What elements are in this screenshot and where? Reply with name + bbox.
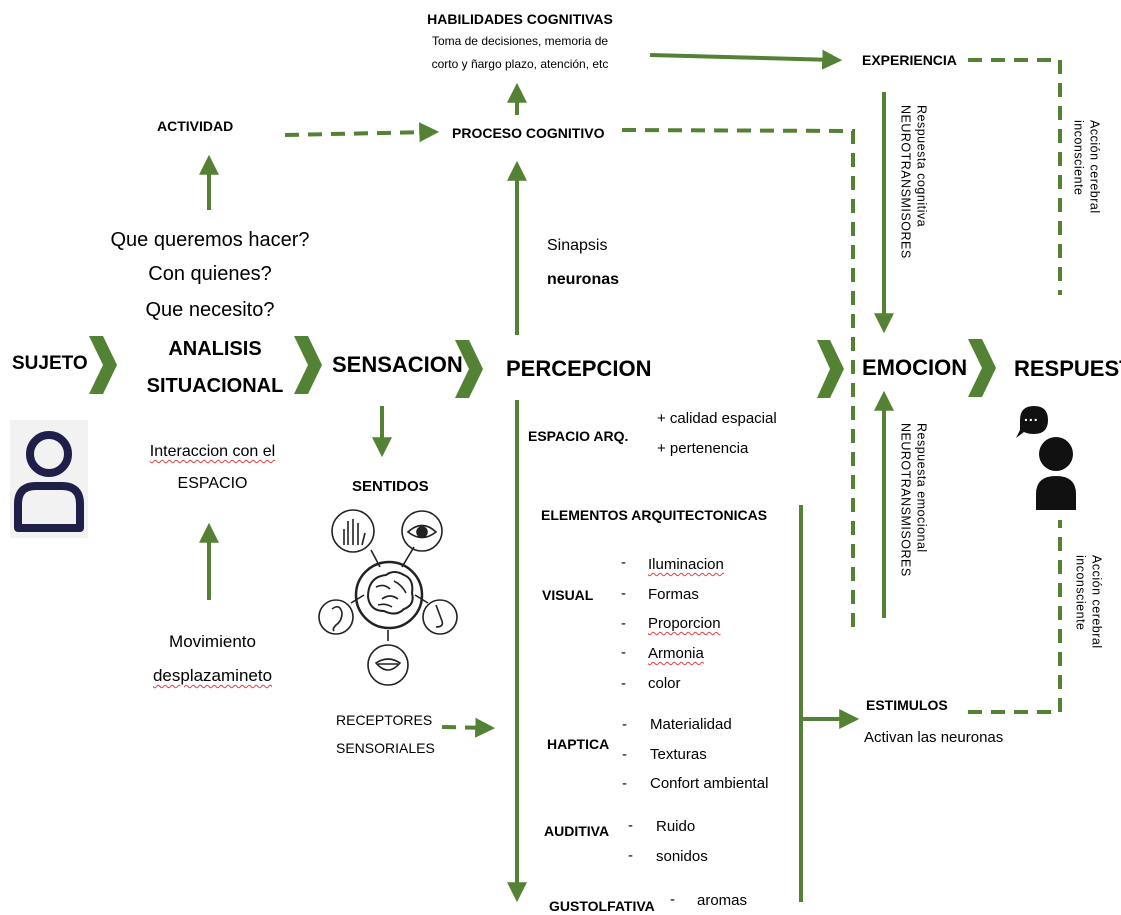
visual-item-2: Formas [648,586,699,603]
elementos-title: ELEMENTOS ARQUITECTONICAS [541,507,768,523]
sensacion-label: SENSACION [332,352,463,377]
movimiento-line2: desplazamineto [152,666,273,685]
espacio-arq-label: ESPACIO ARQ. [528,428,629,444]
visual-bullet-1: - [621,554,626,571]
interaccion-line2: ESPACIO [177,475,248,492]
brain-icon [354,560,424,630]
percepcion-label: PERCEPCION [506,356,652,381]
actividad-label: ACTIVIDAD [157,118,234,134]
chevron-sujeto [89,336,117,394]
haptica-item-3: Confort ambiental [650,775,769,792]
mouth-icon [367,644,409,686]
visual-bullet-2: - [621,585,626,602]
user-icon [10,420,88,538]
visual-item-4: Armonia [648,645,704,662]
chevron-analisis [294,336,322,394]
question-1: Que queremos hacer? [110,229,310,251]
emocion-label: EMOCION [862,355,968,380]
chevron-emocion [968,339,996,397]
dashed-arrow-receptores [441,717,496,738]
ear-icon [318,599,354,635]
dashed-arrow-actividad-proceso [284,122,440,143]
question-3: Que necesito? [145,299,275,321]
haptica-label: HAPTICA [547,736,610,752]
visual-bullet-5: - [621,675,626,692]
eye-icon [401,510,443,552]
dashed-estimulos-up [968,520,1062,714]
situacional-label: SITUACIONAL [146,375,284,397]
hand-icon [331,509,375,553]
interaccion-line1: Interaccion con el [149,443,276,460]
receptores-line1: RECEPTORES [336,712,433,728]
chevron-percepcion [817,340,844,398]
analisis-label: ANALISIS [168,338,262,360]
haptica-bullet-2: - [622,746,627,763]
auditiva-label: AUDITIVA [544,823,610,839]
espacio-item-1: + calidad espacial [657,410,777,427]
gustolfativa-label: GUSTOLFATIVA [549,898,655,914]
sentidos-label: SENTIDOS [352,478,429,495]
receptores-line2: SENSORIALES [336,740,435,756]
espacio-item-2: + pertenencia [657,440,749,457]
experiencia-label: EXPERIENCIA [862,52,957,68]
visual-item-1: Iluminacion [648,556,724,573]
person-speaking-icon: ... [1014,402,1094,514]
senses-illustration [318,505,458,690]
haptica-item-2: Texturas [650,746,707,763]
sinapsis-label: Sinapsis [547,237,608,254]
haptica-bullet-3: - [622,775,627,792]
sujeto-label: SUJETO [12,353,88,374]
auditiva-bullet-1: - [628,817,633,834]
estimulos-subtitle: Activan las neuronas [864,729,1004,746]
habilidades-line1: Toma de decisiones, memoria de [431,34,609,48]
gustolfativa-bullet-1: - [670,891,675,908]
arrow-to-experiencia [649,49,843,70]
dashed-experiencia-right [968,58,1062,295]
visual-bullet-4: - [621,644,626,661]
question-2: Con quienes? [148,263,272,285]
dashed-proceso-down [621,128,855,635]
auditiva-bullet-2: - [628,847,633,864]
visual-item-5: color [648,675,681,692]
chevron-sensacion [455,340,483,398]
auditiva-item-2: sonidos [656,848,708,865]
visual-bullet-3: - [621,615,626,632]
gustolfativa-item-1: aromas [697,892,748,909]
estimulos-title: ESTIMULOS [866,697,948,713]
visual-item-3: Proporcion [648,615,721,632]
visual-label: VISUAL [542,587,594,603]
respuesta-label: RESPUESTA [1014,356,1121,381]
neuronas-label: neuronas [547,271,620,288]
movimiento-line1: Movimiento [169,632,256,651]
habilidades-title: HABILIDADES COGNITIVAS [427,11,613,27]
auditiva-item-1: Ruido [656,818,696,835]
haptica-bullet-1: - [622,716,627,733]
speech-bubble-dots: ... [1024,408,1039,424]
haptica-item-1: Materialidad [650,716,732,733]
nose-icon [422,599,458,635]
habilidades-line2: corto y ñargo plazo, atención, etc [431,57,609,71]
proceso-cognitivo-label: PROCESO COGNITIVO [452,125,605,141]
